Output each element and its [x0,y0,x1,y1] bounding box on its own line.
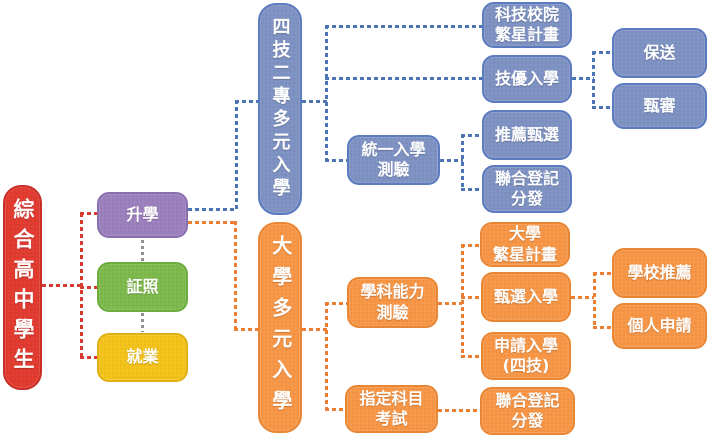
connector-line [42,284,80,287]
connector-line [325,302,347,305]
connector-line [593,272,596,328]
joint-registration-distribution-univ-node: 聯合登記 分發 [480,387,575,435]
connector-line [235,100,258,103]
gsat-exam-node: 學科能力 測驗 [347,277,438,328]
connector-line [593,326,612,329]
connector-line [325,25,482,28]
connector-line [234,328,258,331]
connector-line [302,328,327,331]
connector-line [593,272,612,275]
connector-line [461,355,481,358]
connector-line [572,77,594,80]
node-label: 推薦甄選 [494,124,559,144]
connector-line [141,240,144,262]
node-label: 個人申請 [627,315,692,335]
connector-line [461,244,464,357]
connector-line [592,51,612,54]
connector-line [438,302,462,305]
node-label: 大學多元入學 [268,234,293,421]
connector-line [325,77,482,80]
guaranteed-admission-node: 保送 [612,28,707,78]
university-multi-admission-node: 大學多元入學 [258,222,302,433]
tech-college-multi-admission-node: 四技二專多元入學 [258,3,302,215]
application-admission-node: 申請入學 (四技) [481,332,571,380]
connector-line [571,296,594,299]
connector-line [592,106,612,109]
node-label: 甄審 [643,95,676,115]
node-label: 技優入學 [494,68,559,88]
personal-application-node: 個人申請 [612,303,707,349]
certification-node: 証照 [97,262,188,312]
connector-line [325,302,328,411]
node-label: 綜合高中學生 [10,197,35,378]
connector-line [440,159,463,162]
recommendation-screening-node: 推薦甄選 [482,110,572,160]
skill-excellence-admission-node: 技優入學 [482,55,572,103]
tech-college-star-plan-node: 科技校院 繁星計畫 [482,2,572,48]
university-star-plan-node: 大學 繁星計畫 [480,222,570,267]
node-label: 統一入學 測驗 [361,139,426,179]
comprehensive-hs-student-node: 綜合高中學生 [3,185,42,390]
connector-line [188,208,237,211]
connector-line [325,408,345,411]
connector-line [461,134,482,137]
connector-line [80,286,97,289]
connector-line [461,296,481,299]
node-label: 証照 [126,276,159,296]
connector-line [325,159,347,162]
node-label: 科技校院 繁星計畫 [494,4,559,44]
node-label: 大學 繁星計畫 [492,224,557,264]
node-label: 聯合登記 分發 [494,168,559,208]
node-label: 學科能力 測驗 [360,282,425,322]
node-label: 升學 [126,204,159,224]
connector-line [80,356,97,359]
node-label: 聯合登記 分發 [495,390,560,430]
connector-line [438,409,480,412]
connector-line [461,244,480,247]
node-label: 申請入學 (四技) [493,335,558,375]
connector-line [235,100,238,210]
connector-line [592,51,595,108]
screening-admission-node: 甄選入學 [481,272,571,322]
node-label: 就業 [126,347,159,367]
connector-line [141,313,144,332]
school-recommendation-node: 學校推薦 [612,248,707,298]
node-label: 甄選入學 [493,286,558,306]
node-label: 保送 [643,42,676,62]
connector-line [325,25,328,162]
connector-line [188,221,235,224]
connector-line [461,188,482,191]
joint-registration-distribution-tech-node: 聯合登記 分發 [482,165,572,213]
advance-study-node: 升學 [97,192,188,238]
node-label: 指定科目 考試 [359,388,424,428]
ast-exam-node: 指定科目 考試 [345,385,438,433]
node-label: 四技二專多元入學 [269,17,291,201]
employment-node: 就業 [97,333,188,382]
connector-line [234,221,237,331]
connector-line [461,134,464,191]
screening-review-node: 甄審 [612,83,707,129]
connector-line [80,212,97,215]
connector-line [302,100,327,103]
unified-entrance-exam-node: 統一入學 測驗 [347,135,440,185]
node-label: 學校推薦 [627,262,692,282]
